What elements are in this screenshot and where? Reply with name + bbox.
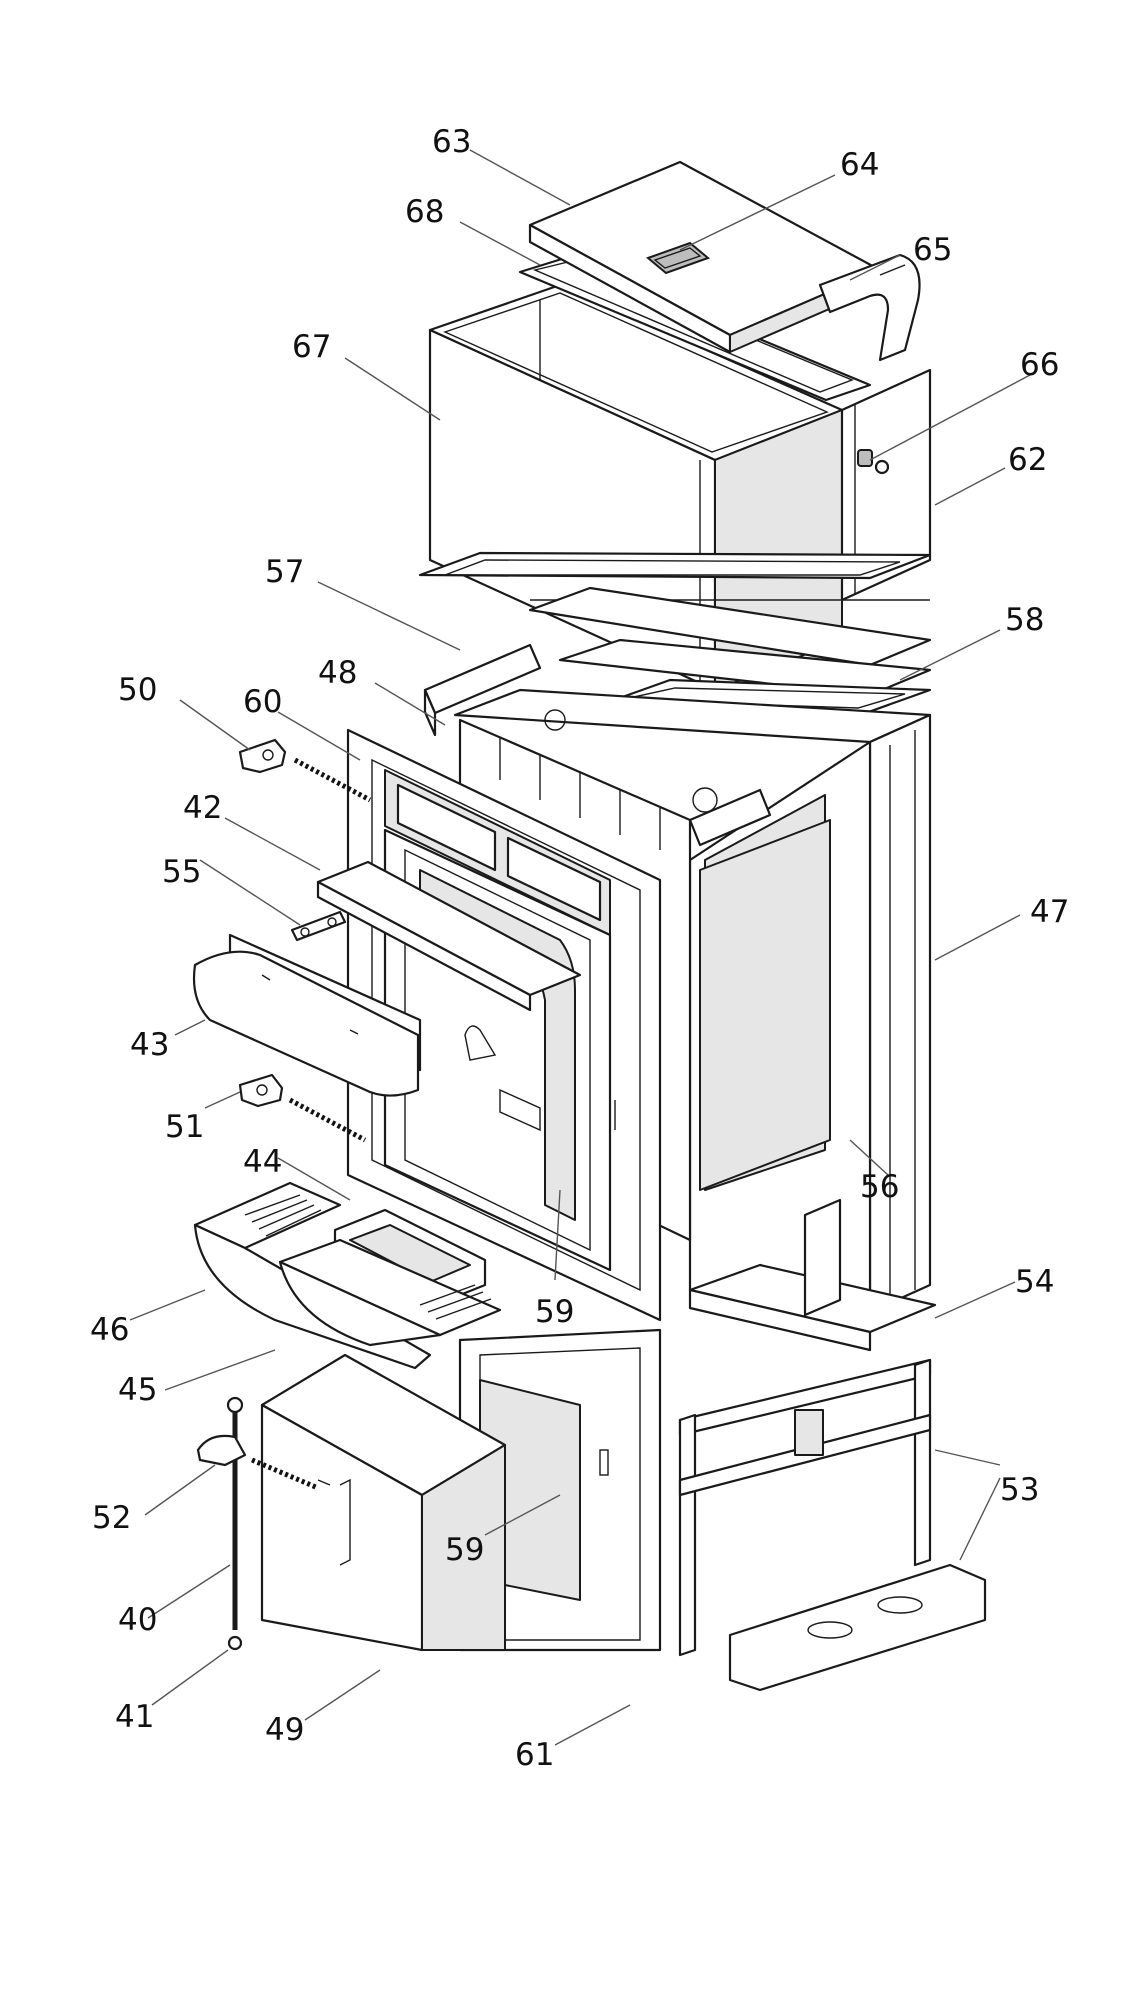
- deflector-42: [316, 860, 582, 1012]
- label-40: 40: [118, 1602, 157, 1638]
- label-52: 52: [92, 1500, 131, 1536]
- label-67: 67: [292, 329, 331, 365]
- bracket-55: [290, 910, 347, 942]
- label-58: 58: [1005, 602, 1044, 638]
- support-frame-54: [688, 1198, 937, 1352]
- ash-drawer-49: [260, 1353, 507, 1652]
- label-59-upper: 59: [535, 1294, 574, 1330]
- leader-lines: [129, 149, 1031, 1746]
- label-51: 51: [165, 1109, 204, 1145]
- label-45: 45: [118, 1372, 157, 1408]
- label-57: 57: [265, 554, 304, 590]
- gasket-57: [418, 551, 932, 601]
- gasket-58: [528, 586, 932, 717]
- grate-tray-45: [278, 1238, 502, 1347]
- clip-51: [238, 1073, 367, 1143]
- label-66: 66: [1020, 347, 1059, 383]
- label-42: 42: [183, 790, 222, 826]
- label-60: 60: [243, 684, 282, 720]
- washer-41: [227, 1635, 243, 1651]
- label-48: 48: [318, 655, 357, 691]
- label-64: 64: [840, 147, 879, 183]
- label-41: 41: [115, 1699, 154, 1735]
- inner-panel-56: [699, 819, 831, 1191]
- leg-frame-53: [678, 1358, 987, 1692]
- label-46: 46: [90, 1312, 129, 1348]
- label-43: 43: [130, 1027, 169, 1063]
- label-62: 62: [1008, 442, 1047, 478]
- label-65: 65: [913, 232, 952, 268]
- label-61: 61: [515, 1737, 554, 1773]
- label-55: 55: [162, 854, 201, 890]
- label-53: 53: [1000, 1472, 1039, 1508]
- lid-handle-64: [646, 241, 710, 275]
- label-49: 49: [265, 1712, 304, 1748]
- knob-66: [857, 449, 890, 475]
- label-68: 68: [405, 194, 444, 230]
- label-50: 50: [118, 672, 157, 708]
- hopper-frame-62: [840, 368, 932, 602]
- rod-40: [226, 1396, 244, 1630]
- label-63: 63: [432, 124, 471, 160]
- label-54: 54: [1015, 1264, 1054, 1300]
- clip-52: [196, 1434, 319, 1491]
- front-cover-43: [192, 933, 422, 1097]
- label-47: 47: [1030, 894, 1069, 930]
- flue-plate-48: [423, 643, 772, 847]
- part-number-labels: 63 64 65 68 67 66 62 57 58 48 50 60 42 5…: [90, 124, 1069, 1773]
- clip-50: [238, 738, 372, 803]
- label-59-lower: 59: [445, 1532, 484, 1568]
- lid-hinge-65: [818, 253, 921, 362]
- label-44: 44: [243, 1144, 282, 1180]
- label-56: 56: [860, 1169, 899, 1205]
